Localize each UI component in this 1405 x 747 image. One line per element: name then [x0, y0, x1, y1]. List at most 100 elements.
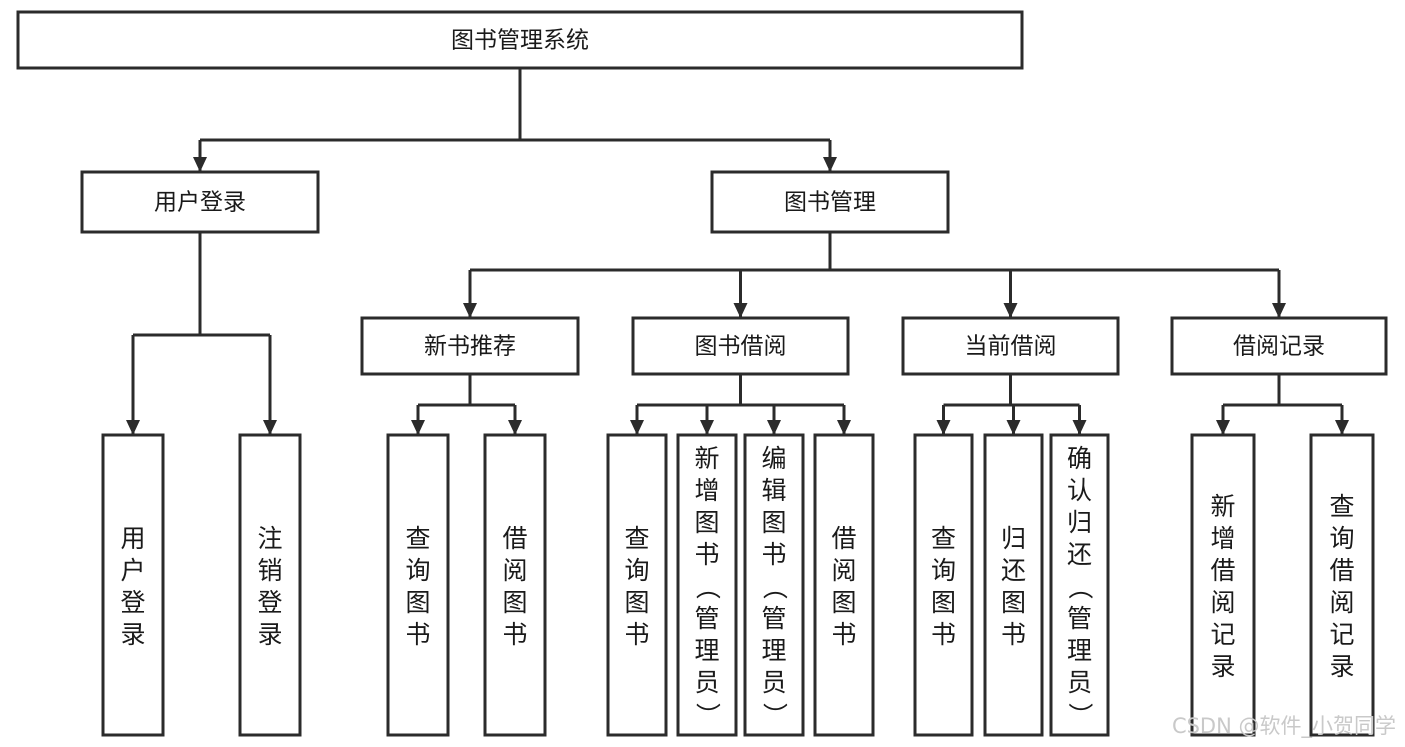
- node-box-leaf-user-login: [101, 433, 165, 737]
- node-label-char: 录: [1329, 652, 1354, 681]
- arrow-head-icon: [837, 420, 851, 435]
- node-label-char: 图: [624, 588, 649, 617]
- node-label-char: 归: [1067, 508, 1092, 537]
- node-current-borrow[interactable]: 当前借阅: [901, 316, 1120, 376]
- node-label-char: 管: [1067, 604, 1092, 633]
- node-label-char: 借: [831, 524, 856, 553]
- node-label-char: 录: [1210, 652, 1235, 681]
- node-label-new-book-recommend: 新书推荐: [424, 334, 516, 360]
- node-box-leaf-borrow-book: [813, 433, 875, 737]
- node-label-char: 理: [761, 636, 786, 665]
- node-label-book-management: 图书管理: [784, 190, 876, 216]
- node-label-char: 登: [120, 588, 145, 617]
- node-label-char: 查: [931, 524, 956, 553]
- node-label-char: 新: [694, 444, 719, 473]
- node-label-char: 员: [1067, 668, 1092, 697]
- node-label-char: 注: [257, 524, 282, 553]
- node-borrow-record[interactable]: 借阅记录: [1170, 316, 1388, 376]
- node-label-char: 书: [761, 540, 786, 569]
- node-label-char: ）: [760, 702, 789, 727]
- node-box-new-book-recommend: [360, 316, 580, 376]
- node-root[interactable]: 图书管理系统: [16, 10, 1024, 70]
- arrow-head-icon: [1003, 303, 1018, 318]
- arrow-head-icon: [1006, 420, 1021, 435]
- node-label-char: 书: [1001, 620, 1026, 649]
- node-label-char: 阅: [1210, 588, 1235, 617]
- node-label-char: 询: [624, 556, 649, 585]
- arrow-head-icon: [1272, 303, 1286, 318]
- node-label-char: 书: [405, 620, 430, 649]
- node-label-char: 查: [1329, 492, 1354, 521]
- node-new-book-recommend[interactable]: 新书推荐: [360, 316, 580, 376]
- node-box-leaf-confirm-return-admin: [1049, 433, 1110, 737]
- node-box-leaf-query-borrow-record: [1309, 433, 1375, 737]
- node-label-char: 增: [1210, 524, 1235, 553]
- node-box-leaf-edit-book-admin: [743, 433, 805, 737]
- arrow-head-icon: [823, 157, 837, 172]
- node-label-char: 书: [831, 620, 856, 649]
- arrow-head-icon: [463, 303, 477, 318]
- arrow-head-icon: [126, 420, 140, 435]
- node-layer: 图书管理系统用户登录图书管理新书推荐图书借阅当前借阅借阅记录用户登录注销登录查询…: [16, 10, 1388, 737]
- node-book-management[interactable]: 图书管理: [710, 170, 950, 234]
- node-label-char: 查: [624, 524, 649, 553]
- node-label-char: 登: [257, 588, 282, 617]
- node-label-char: 图: [1001, 588, 1026, 617]
- node-label-char: 还: [1001, 556, 1026, 585]
- node-label-char: 记: [1329, 620, 1354, 649]
- node-book-borrow[interactable]: 图书借阅: [631, 316, 850, 376]
- node-label-char: 阅: [502, 556, 527, 585]
- arrow-head-icon: [263, 420, 277, 435]
- node-box-leaf-add-borrow-record: [1190, 433, 1256, 737]
- node-label-char: 员: [694, 668, 719, 697]
- node-label-char: 记: [1210, 620, 1235, 649]
- node-label-char: 借: [502, 524, 527, 553]
- node-label-char: 编: [761, 444, 786, 473]
- node-label-char: 借: [1210, 556, 1235, 585]
- node-label-char: 查: [405, 524, 430, 553]
- node-label-char: ）: [1066, 702, 1095, 727]
- node-label-book-borrow: 图书借阅: [695, 334, 787, 360]
- arrow-head-icon: [193, 157, 207, 172]
- node-label-char: 新: [1210, 492, 1235, 521]
- node-label-char: 辑: [761, 476, 786, 505]
- node-label-char: ）: [693, 702, 722, 727]
- arrow-head-icon: [700, 420, 714, 435]
- node-label-current-borrow: 当前借阅: [965, 334, 1057, 360]
- node-box-leaf-add-book-admin: [676, 433, 738, 737]
- node-box-book-management: [710, 170, 950, 234]
- node-label-char: 阅: [831, 556, 856, 585]
- node-box-current-borrow: [901, 316, 1120, 376]
- node-label-char: 归: [1001, 524, 1026, 553]
- node-leaf-user-login[interactable]: 用户登录: [101, 433, 165, 737]
- node-user-login[interactable]: 用户登录: [80, 170, 320, 234]
- arrow-head-icon: [1072, 420, 1087, 435]
- node-label-char: 管: [761, 604, 786, 633]
- node-box-borrow-record: [1170, 316, 1388, 376]
- node-label-char: 借: [1329, 556, 1354, 585]
- node-box-leaf-logout: [238, 433, 302, 737]
- node-label-char: 询: [931, 556, 956, 585]
- node-label-char: （: [760, 574, 789, 599]
- arrow-head-icon: [767, 420, 781, 435]
- node-box-leaf-return-book: [983, 433, 1044, 737]
- node-label-char: 书: [694, 540, 719, 569]
- node-box-leaf-query-book-borrow: [606, 433, 668, 737]
- arrow-head-icon: [1335, 420, 1349, 435]
- node-label-char: 还: [1067, 540, 1092, 569]
- node-label-char: 询: [1329, 524, 1354, 553]
- node-label-char: 书: [502, 620, 527, 649]
- node-label-char: 录: [257, 620, 282, 649]
